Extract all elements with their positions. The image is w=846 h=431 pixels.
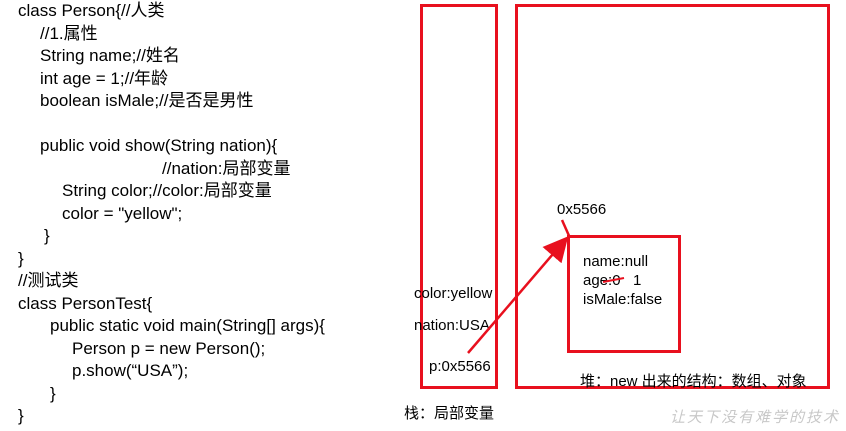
code-line: p.show(“USA”);	[72, 361, 189, 380]
code-line: }	[44, 226, 50, 245]
code-line: color = "yellow";	[62, 203, 183, 223]
heap-box	[515, 4, 830, 389]
stack-box	[420, 4, 498, 389]
stack-var-nation: nation:USA	[414, 317, 490, 334]
reference-arrow	[467, 236, 569, 354]
heap-address: 0x5566	[557, 201, 607, 218]
code-line: //nation:局部变量	[162, 158, 291, 178]
code-line: //1.属性	[40, 23, 98, 43]
field-age-new: 1	[633, 272, 642, 289]
code-line: class PersonTest{	[18, 293, 153, 313]
field-age-old: age:0	[583, 272, 621, 289]
stack-caption: 栈：局部变量	[404, 405, 495, 422]
code-line: //测试类	[18, 271, 79, 290]
code-line: public static void main(String[] args){	[50, 316, 325, 335]
code-line: String name;//姓名	[40, 46, 180, 65]
field-ismale: isMale:false	[583, 291, 663, 308]
code-line: int age = 1;//年龄	[40, 68, 169, 88]
stack-var-p: p:0x5566	[429, 358, 491, 375]
field-name: name:null	[583, 253, 649, 270]
code-line: Person p = new Person();	[72, 338, 266, 358]
code-line: }	[18, 248, 24, 268]
code-line: boolean isMale;//是否是男性	[40, 91, 254, 110]
code-line: }	[50, 383, 56, 403]
code-line: }	[18, 406, 24, 425]
watermark: 让天下没有难学的技术	[669, 408, 840, 426]
age-strikethrough	[602, 277, 625, 283]
code-line: class Person{//人类	[18, 1, 165, 20]
code-line: String color;//color:局部变量	[62, 181, 272, 200]
code-listing: class Person{//人类 //1.属性 String name;//姓名 i…	[0, 0, 390, 431]
stack-var-color: color:yellow	[414, 285, 493, 302]
code-line: public void show(String nation){	[40, 136, 278, 155]
person-object-box	[567, 235, 681, 353]
address-pointer-arrow	[560, 219, 572, 239]
heap-caption: 堆：new 出来的结构：数组、对象	[580, 373, 807, 390]
